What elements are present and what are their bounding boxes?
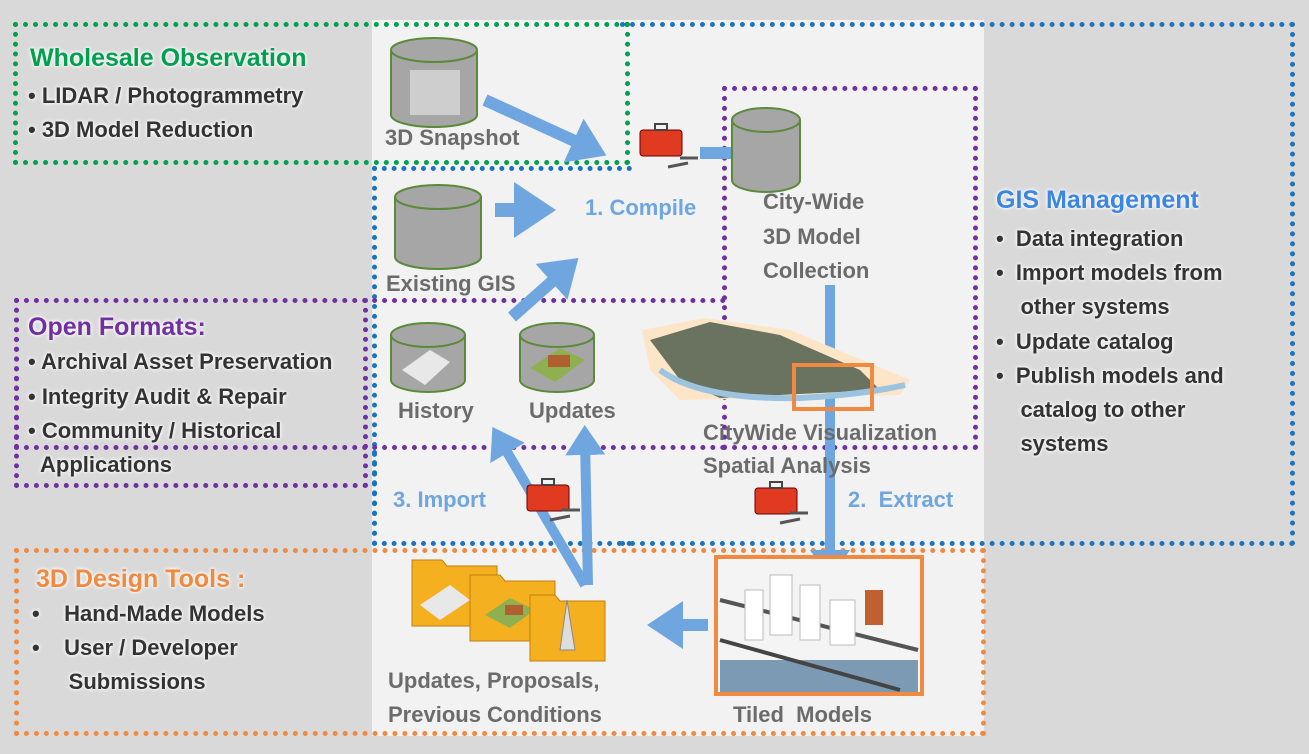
arrow-snapshot-to-compile [482, 94, 607, 163]
toolbox-icon-extract [754, 481, 808, 525]
step-extract-label: 2. Extract [848, 487, 954, 512]
gis-bullet: catalog to other [996, 397, 1186, 422]
gis-bullet: • Data integration [996, 226, 1184, 251]
history-label: History [398, 398, 474, 423]
citywide-label-line1: City-Wide [763, 189, 865, 214]
folder-icon-3 [529, 594, 606, 662]
gis-bullet: • Publish models and [996, 363, 1224, 388]
arrow-import-to-updates [565, 425, 606, 586]
database-snapshot-icon [390, 37, 478, 128]
open-formats-bullet: Applications [40, 452, 173, 477]
database-existing-gis-icon [394, 184, 482, 270]
design-tools-bullet: Submissions [32, 669, 206, 694]
citywide-label-line2: 3D Model [763, 224, 861, 249]
open-formats-title: Open Formats: [28, 313, 206, 341]
citywide-label-line3: Collection [763, 258, 870, 283]
city-map-image [642, 318, 910, 411]
design-tools-box [14, 548, 986, 736]
toolbox-icon-import [526, 478, 580, 522]
design-tools-bullet: • Hand-Made Models [32, 601, 265, 626]
design-tools-bullet: • User / Developer [32, 635, 238, 660]
open-formats-bullet: • Integrity Audit & Repair [28, 384, 287, 409]
spatial-analysis-label: Spatial Analysis [703, 453, 871, 478]
gis-bottom-box [372, 450, 632, 546]
folders-label-line1: Updates, Proposals, [388, 668, 600, 693]
tiled-models-label: Tiled Models [733, 702, 872, 727]
database-citywide-icon [731, 107, 801, 193]
gis-management-box [620, 22, 1295, 546]
snapshot-label: 3D Snapshot [385, 125, 520, 150]
wholesale-bullet: • 3D Model Reduction [28, 117, 254, 142]
arrow-import-to-history [490, 427, 590, 588]
gis-bullet: • Import models from [996, 260, 1223, 285]
design-tools-title: 3D Design Tools : [36, 565, 246, 593]
wholesale-observation-box [13, 22, 630, 165]
open-formats-left-box [14, 298, 368, 488]
citywide-collection-box [722, 86, 978, 450]
gis-bullet: systems [996, 431, 1109, 456]
open-formats-bullet: • Community / Historical [28, 418, 282, 443]
updates-label: Updates [529, 398, 616, 423]
wholesale-bullet: • LIDAR / Photogrammetry [28, 83, 304, 108]
database-history-icon [390, 322, 466, 393]
toolbox-icon-compile [639, 123, 698, 169]
folders-label-line2: Previous Conditions [388, 702, 602, 727]
visualization-label: CityWide Visualization [703, 420, 938, 445]
step-import-label: 3. Import [393, 487, 486, 512]
gis-bullet: • Update catalog [996, 329, 1174, 354]
arrow-history-to-compile [508, 258, 579, 322]
open-formats-bullet: • Archival Asset Preservation [28, 349, 333, 374]
existing-gis-label: Existing GIS [386, 271, 516, 296]
gis-bullet: other systems [996, 294, 1170, 319]
gis-management-title: GIS Management [996, 186, 1199, 214]
wholesale-title: Wholesale Observation [30, 44, 307, 72]
tiled-models-image [714, 555, 924, 696]
step-compile-label: 1. Compile [585, 195, 697, 220]
gis-inner-box [372, 166, 632, 546]
database-updates-icon [519, 322, 595, 393]
